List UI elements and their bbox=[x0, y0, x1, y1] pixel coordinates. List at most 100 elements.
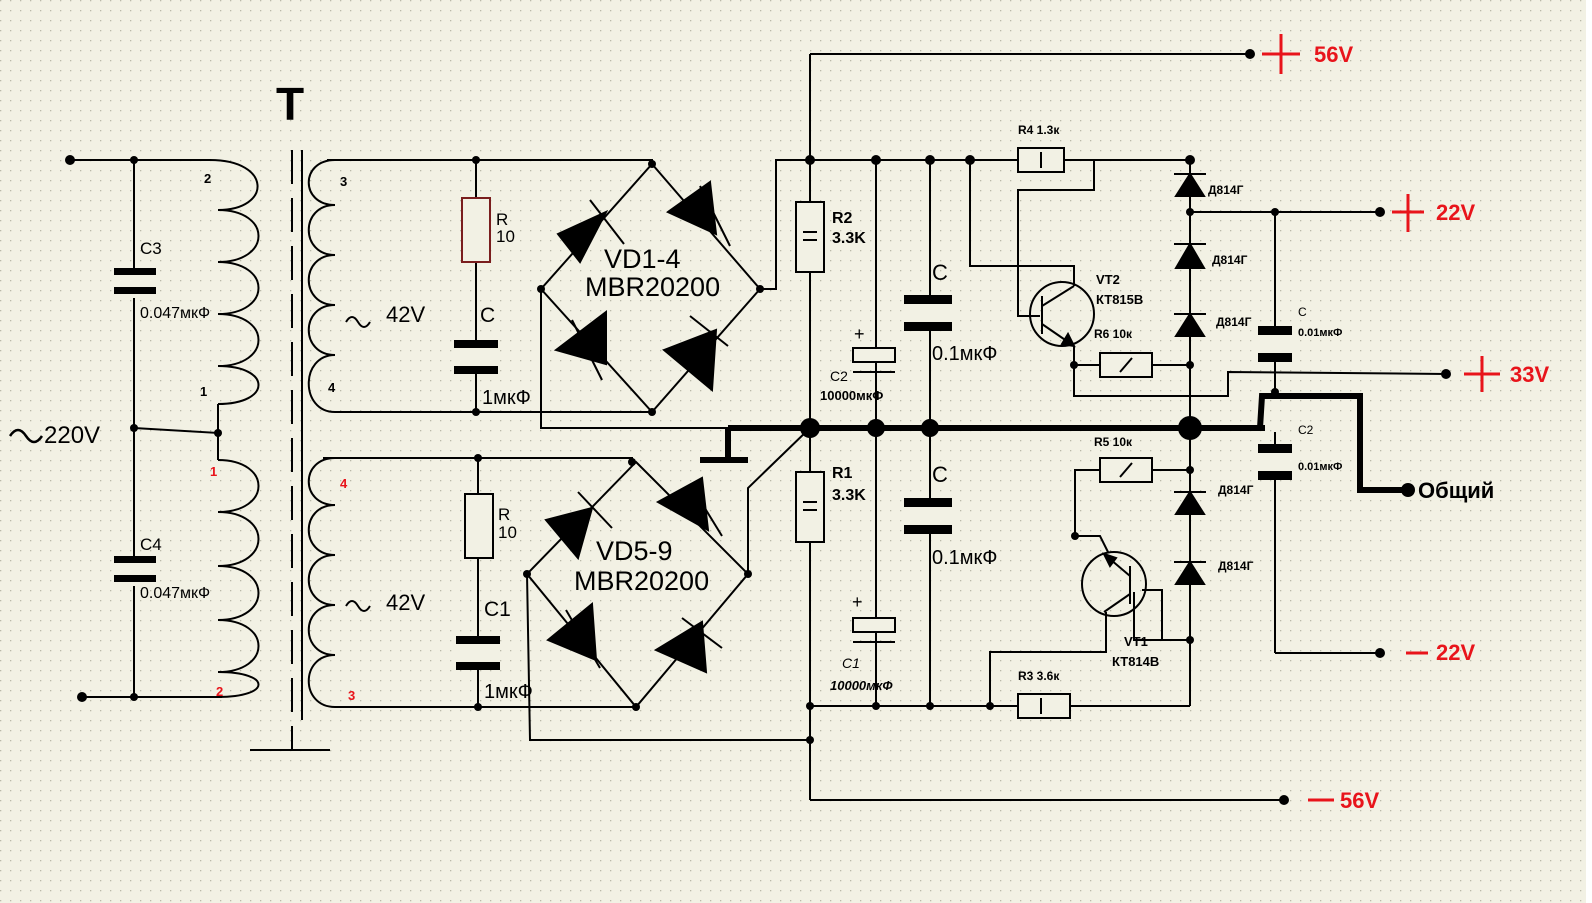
c3-value: 0.047мкФ bbox=[140, 305, 210, 322]
snub-bot-r-name: R bbox=[498, 505, 510, 524]
output-common: Общий bbox=[1418, 478, 1494, 503]
primary-upper-coil bbox=[209, 159, 260, 405]
output-neg-56v: 56V bbox=[1340, 788, 1379, 813]
capacitor-c1-electrolytic bbox=[852, 617, 896, 643]
vt2-name: VT2 bbox=[1096, 272, 1120, 287]
transformer bbox=[209, 150, 336, 751]
snub-bot-c-value: 1мкФ bbox=[484, 681, 533, 703]
output-pos-22v: 22V bbox=[1436, 200, 1475, 225]
bridge-bottom-part: MBR20200 bbox=[574, 566, 709, 596]
mains-voltage-label: 220V bbox=[44, 422, 100, 449]
lower-winding-voltage: 42V bbox=[386, 590, 425, 615]
snub-bot-c-name: C1 bbox=[484, 598, 511, 621]
c4-name: C4 bbox=[140, 535, 162, 554]
resistor-r2 bbox=[795, 201, 825, 273]
snub-top-c-value: 1мкФ bbox=[482, 387, 531, 409]
resistor-r-snubber-bottom bbox=[464, 493, 494, 559]
transistor-vt2 bbox=[1029, 281, 1095, 348]
bridge-top-diodes bbox=[553, 180, 731, 393]
r6-label: R6 10к bbox=[1094, 327, 1133, 341]
zener-1-label: Д814Г bbox=[1208, 183, 1244, 197]
snub-bot-r-value: 10 bbox=[498, 523, 517, 542]
bridge-top-name: VD1-4 bbox=[604, 244, 681, 274]
vt1-part: КТ814В bbox=[1112, 654, 1159, 669]
r4-label: R4 1.3к bbox=[1018, 123, 1060, 137]
output-pos-56v: 56V bbox=[1314, 42, 1353, 67]
pin-secondary-3-top: 3 bbox=[340, 174, 347, 189]
zener-2-label: Д814Г bbox=[1212, 253, 1248, 267]
transistor-vt1 bbox=[1081, 551, 1147, 617]
secondary-upper-coil bbox=[307, 159, 336, 413]
capacitor-small-top bbox=[1258, 326, 1292, 362]
capacitor-film-top bbox=[904, 295, 952, 331]
film-top-value: 0.1мкФ bbox=[932, 343, 998, 365]
zener-4-label: Д814Г bbox=[1218, 483, 1254, 497]
output-pos-33v: 33V bbox=[1510, 362, 1549, 387]
pin-primary-2-bottom: 2 bbox=[216, 684, 223, 699]
pin-secondary-4-lower: 4 bbox=[340, 476, 348, 491]
pin-secondary-3-bottom: 3 bbox=[348, 688, 355, 703]
resistor-r3 bbox=[1017, 693, 1071, 719]
r2-name: R2 bbox=[832, 210, 853, 227]
resistor-r1 bbox=[795, 471, 825, 543]
primary-lower-coil bbox=[217, 459, 260, 698]
capacitor-snubber-top bbox=[454, 340, 498, 374]
plus-sign-33-icon bbox=[1464, 356, 1500, 392]
pin-primary-1-upper: 1 bbox=[200, 384, 207, 399]
c2-name: C2 bbox=[830, 368, 848, 384]
small-bot-value: 0.01мкФ bbox=[1298, 461, 1342, 473]
r1-name: R1 bbox=[832, 465, 853, 482]
c1-value: 10000мкФ bbox=[830, 678, 893, 693]
capacitor-film-bottom bbox=[904, 498, 952, 534]
resistor-r-snubber-top bbox=[461, 197, 491, 263]
resistor-r5 bbox=[1099, 457, 1153, 483]
c2-value: 10000мкФ bbox=[820, 388, 883, 403]
right-border bbox=[1586, 0, 1592, 903]
r2-value: 3.3K bbox=[832, 230, 866, 247]
zener-5-label: Д814Г bbox=[1218, 559, 1254, 573]
vt2-part: КТ815В bbox=[1096, 292, 1143, 307]
ac-tilde-upper-icon bbox=[345, 316, 371, 328]
bridge-bottom-name: VD5-9 bbox=[596, 536, 673, 566]
secondary-lower-coil bbox=[307, 457, 336, 708]
zener-3-label: Д814Г bbox=[1216, 315, 1252, 329]
pin-secondary-4-upper: 4 bbox=[328, 380, 336, 395]
film-bot-name: C bbox=[932, 462, 948, 487]
ac-tilde-lower-icon bbox=[345, 600, 371, 612]
zener-diodes bbox=[1174, 172, 1206, 585]
capacitor-c2-electrolytic bbox=[852, 347, 896, 373]
c2-plus-sign: + bbox=[854, 324, 865, 344]
c4-value: 0.047мкФ bbox=[140, 585, 210, 602]
plus-sign-22-icon bbox=[1392, 194, 1424, 232]
r3-label: R3 3.6к bbox=[1018, 669, 1060, 683]
r5-label: R5 10к bbox=[1094, 435, 1133, 449]
ac-tilde-icon bbox=[8, 428, 44, 444]
small-top-name: C bbox=[1298, 305, 1307, 319]
c3-name: C3 bbox=[140, 239, 162, 258]
snub-top-c-name: C bbox=[480, 304, 495, 327]
capacitor-snubber-bottom bbox=[456, 636, 500, 670]
resistor-r6 bbox=[1099, 352, 1153, 378]
pin-primary-1-lower: 1 bbox=[210, 464, 217, 479]
transformer-label: T bbox=[276, 78, 304, 130]
film-top-name: C bbox=[932, 260, 948, 285]
snub-top-r-name: R bbox=[496, 210, 508, 229]
plus-sign-56-icon bbox=[1262, 34, 1300, 74]
r1-value: 3.3K bbox=[832, 487, 866, 504]
small-top-value: 0.01мкФ bbox=[1298, 327, 1342, 339]
film-bot-value: 0.1мкФ bbox=[932, 547, 998, 569]
capacitor-c3 bbox=[114, 268, 156, 298]
c1-name: C1 bbox=[842, 655, 860, 671]
upper-winding-voltage: 42V bbox=[386, 302, 425, 327]
pin-primary-2-top: 2 bbox=[204, 171, 211, 186]
resistor-r4 bbox=[1017, 147, 1065, 173]
bridge-bottom-diodes bbox=[544, 476, 723, 674]
c1-plus-sign: + bbox=[852, 592, 863, 612]
bridge-top-part: MBR20200 bbox=[585, 272, 720, 302]
capacitor-c4 bbox=[114, 556, 156, 586]
small-bot-name: C2 bbox=[1298, 423, 1314, 437]
capacitor-small-bottom bbox=[1258, 444, 1292, 480]
junction-dots bbox=[65, 49, 1451, 805]
